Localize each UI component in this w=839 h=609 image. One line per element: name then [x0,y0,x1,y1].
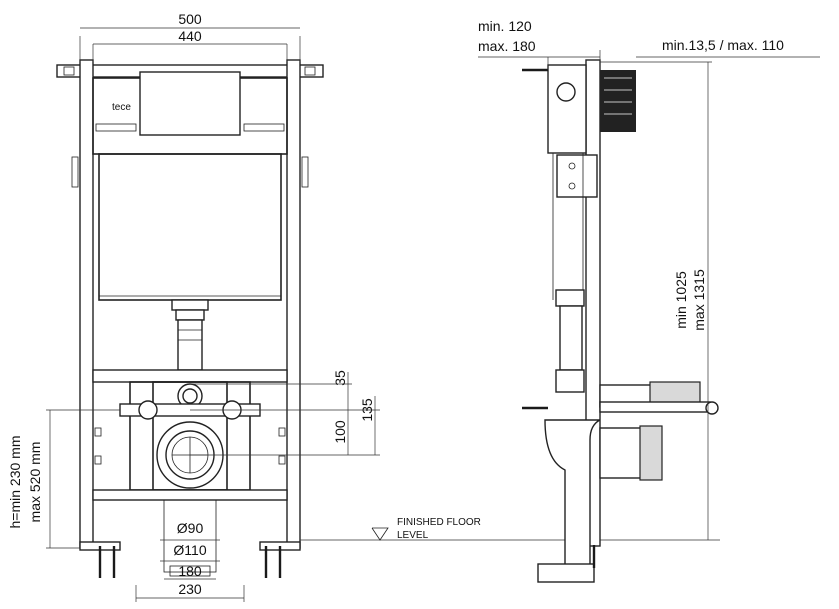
dim-frame-height-min: min 1025 [673,271,689,329]
dim-135: 135 [359,398,375,422]
dim-width-outer: 500 [178,11,202,27]
dim-35: 35 [332,370,348,386]
dim-width-230: 230 [178,581,202,597]
front-view: tece [7,11,380,602]
dim-width-inner: 440 [178,28,202,44]
dim-frame-height-max: max 1315 [691,269,707,331]
dim-depth-max: max. 180 [478,38,536,54]
floor-label-line2: LEVEL [397,530,429,541]
svg-text:tece: tece [112,102,131,113]
dim-pipe-90: Ø90 [177,520,204,536]
dim-height-min: h=min 230 mm [7,436,23,529]
dim-wall-thickness: min.13,5 / max. 110 [662,37,784,53]
dim-width-180: 180 [178,563,202,579]
side-view: min. 120 max. 180 min.13,5 / max. 110 mi… [478,18,820,583]
dim-height-max: max 520 mm [27,442,43,523]
floor-label-line1: FINISHED FLOOR [397,517,481,528]
dim-pipe-110: Ø110 [173,542,206,558]
dim-100: 100 [332,420,348,444]
dim-depth-min: min. 120 [478,18,532,34]
